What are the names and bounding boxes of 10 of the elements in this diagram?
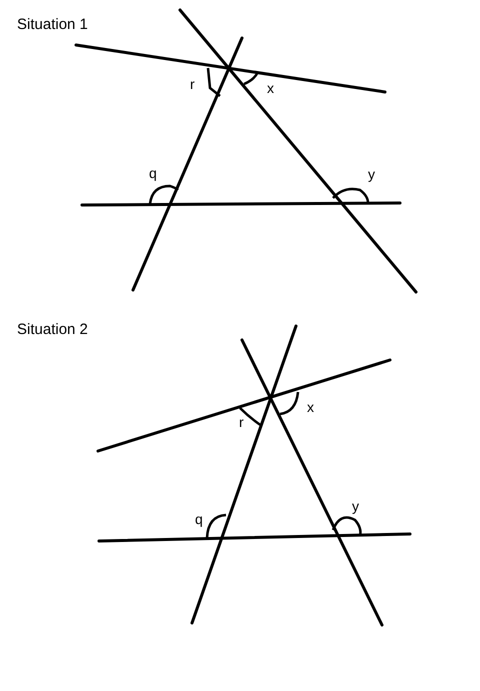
situation-heading: Situation 1 — [17, 17, 88, 32]
angle-label: q — [195, 512, 203, 526]
angle-label: y — [352, 499, 359, 513]
angle-label: q — [149, 166, 157, 180]
situation-heading: Situation 2 — [17, 322, 88, 337]
angle-label: r — [190, 77, 195, 91]
angle-label: y — [368, 167, 375, 181]
angle-label: x — [267, 81, 274, 95]
angle-label: r — [239, 415, 244, 429]
angle-label: x — [307, 400, 314, 414]
